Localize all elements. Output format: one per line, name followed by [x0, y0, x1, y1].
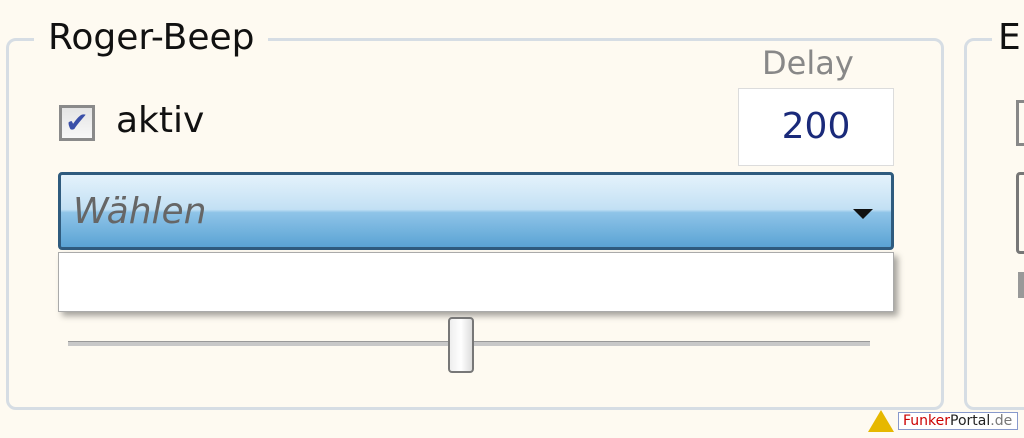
- second-group-checkbox[interactable]: [1016, 100, 1024, 146]
- checkmark-icon: ✔: [65, 106, 89, 139]
- roger-beep-group: [6, 38, 944, 410]
- watermark-part1: Funker: [903, 413, 951, 429]
- watermark-part2: Portal: [950, 413, 991, 429]
- delay-input[interactable]: 200: [738, 88, 894, 166]
- second-group-title: E: [992, 18, 1024, 58]
- combo-dropdown-list[interactable]: [58, 252, 894, 312]
- beep-select-combobox[interactable]: Wählen: [58, 172, 894, 250]
- second-group: [964, 38, 1024, 410]
- aktiv-checkbox[interactable]: ✔: [59, 105, 95, 141]
- aktiv-label[interactable]: aktiv: [116, 100, 205, 141]
- warning-logo-icon: [868, 410, 894, 432]
- second-group-slider-thumb[interactable]: [1018, 272, 1024, 298]
- roger-beep-title: Roger-Beep: [34, 18, 269, 58]
- second-group-combobox[interactable]: [1016, 172, 1024, 254]
- funkerportal-watermark: FunkerPortal.de: [868, 410, 1018, 432]
- chevron-down-icon[interactable]: [853, 209, 873, 219]
- slider-thumb[interactable]: [447, 317, 474, 373]
- watermark-part3: .de: [990, 413, 1013, 429]
- combo-placeholder: Wählen: [73, 191, 207, 232]
- delay-label: Delay: [762, 44, 854, 82]
